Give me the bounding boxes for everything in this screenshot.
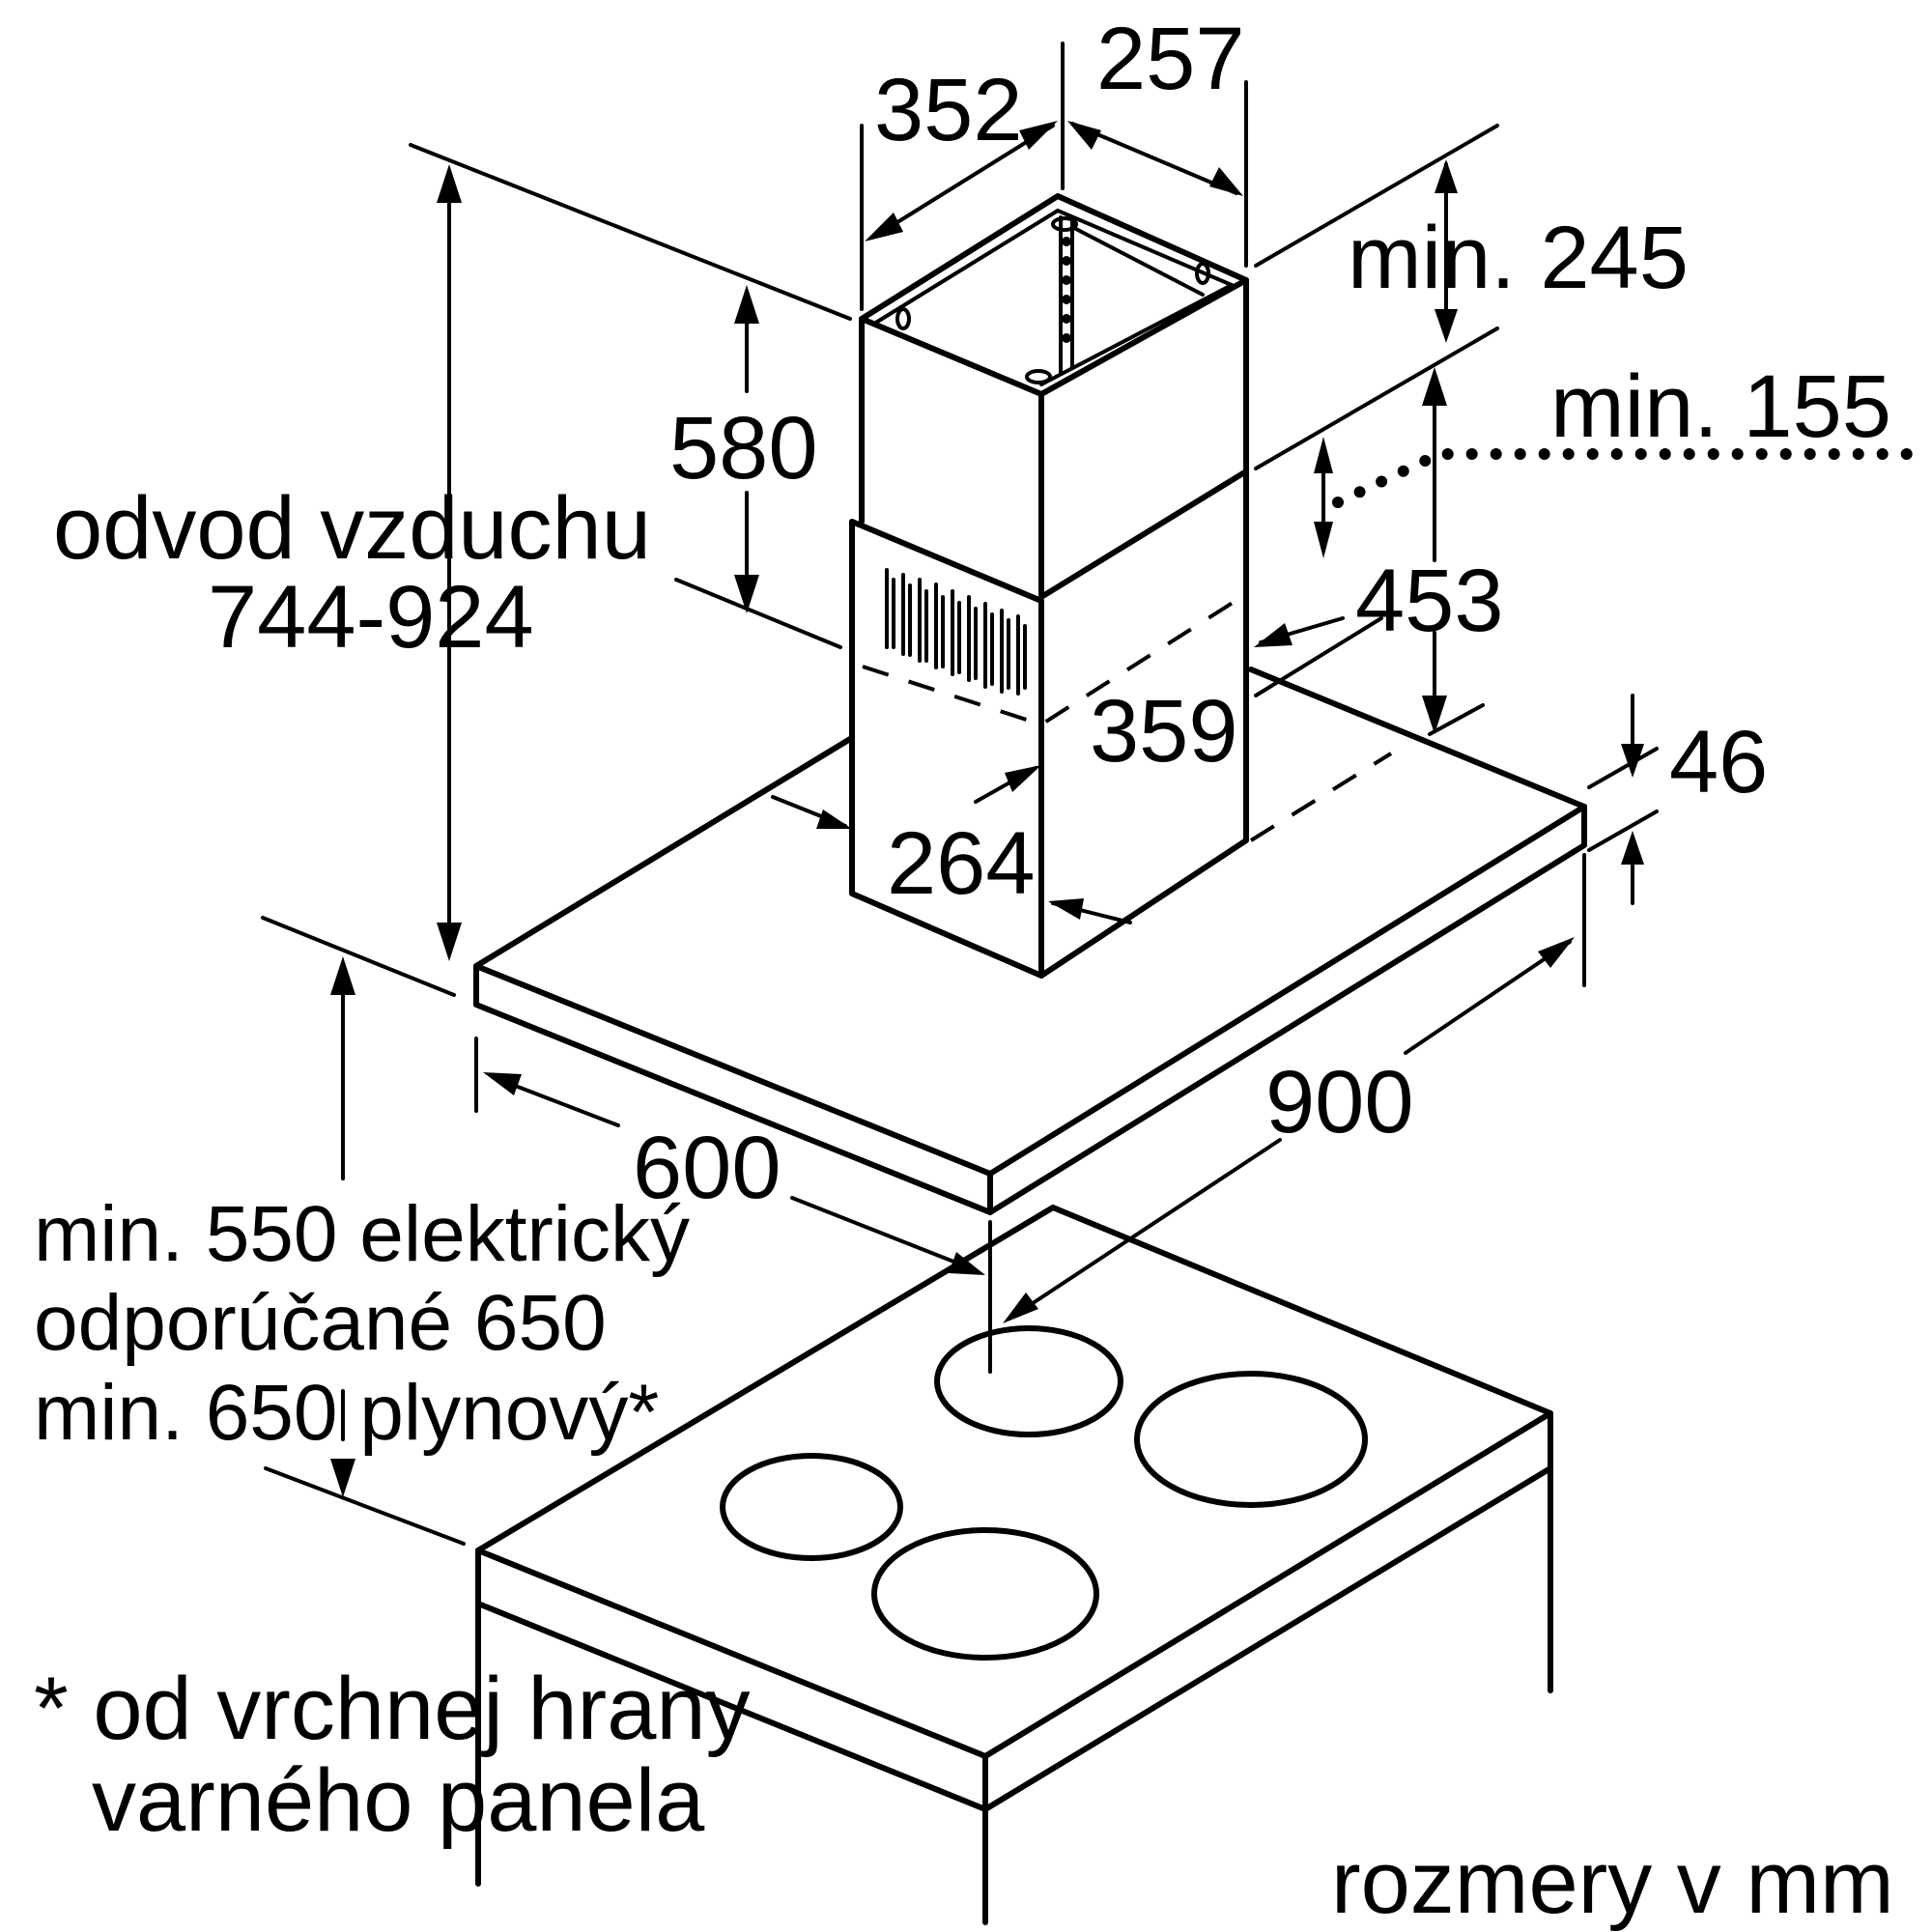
burner-right (1134, 1371, 1368, 1508)
dim-min-155: min. 155 (1550, 357, 1891, 456)
dim-900: 900 (1265, 1053, 1414, 1151)
dim-257: 257 (1096, 10, 1245, 108)
bracket-holes (895, 216, 1210, 384)
units-note: rozmery v mm (1331, 1833, 1894, 1932)
lower-chimney (849, 469, 1393, 979)
dim-46: 46 (1669, 713, 1768, 811)
air-outlet-range: 744-924 (208, 568, 534, 667)
vent-grille-icon (885, 568, 1027, 696)
dimension-lines (261, 42, 1928, 1546)
dim-352: 352 (874, 61, 1023, 159)
footnote-line-2: varného panela (92, 1751, 705, 1850)
clearance-line-2: odporúčané 650 (34, 1279, 607, 1367)
dim-264: 264 (887, 814, 1036, 913)
burner-front (871, 1527, 1099, 1661)
dim-600: 600 (633, 1119, 781, 1217)
clearance-line-3: min. 650 plynový* (34, 1369, 659, 1457)
footnote-line-1: * od vrchnej hrany (34, 1660, 751, 1758)
air-outlet-label: odvod vzduchu (53, 479, 651, 578)
dim-453: 453 (1355, 552, 1504, 650)
burner-left (720, 1453, 903, 1561)
hood-canopy (473, 667, 1587, 1215)
dim-min-245: min. 245 (1348, 209, 1689, 307)
burner-back (934, 1325, 1123, 1437)
dim-580: 580 (669, 399, 818, 497)
cooktop (475, 1205, 1553, 1925)
dim-359: 359 (1090, 682, 1238, 781)
clearance-line-1: min. 550 elektrický (34, 1190, 690, 1278)
upper-chimney (859, 193, 1249, 600)
